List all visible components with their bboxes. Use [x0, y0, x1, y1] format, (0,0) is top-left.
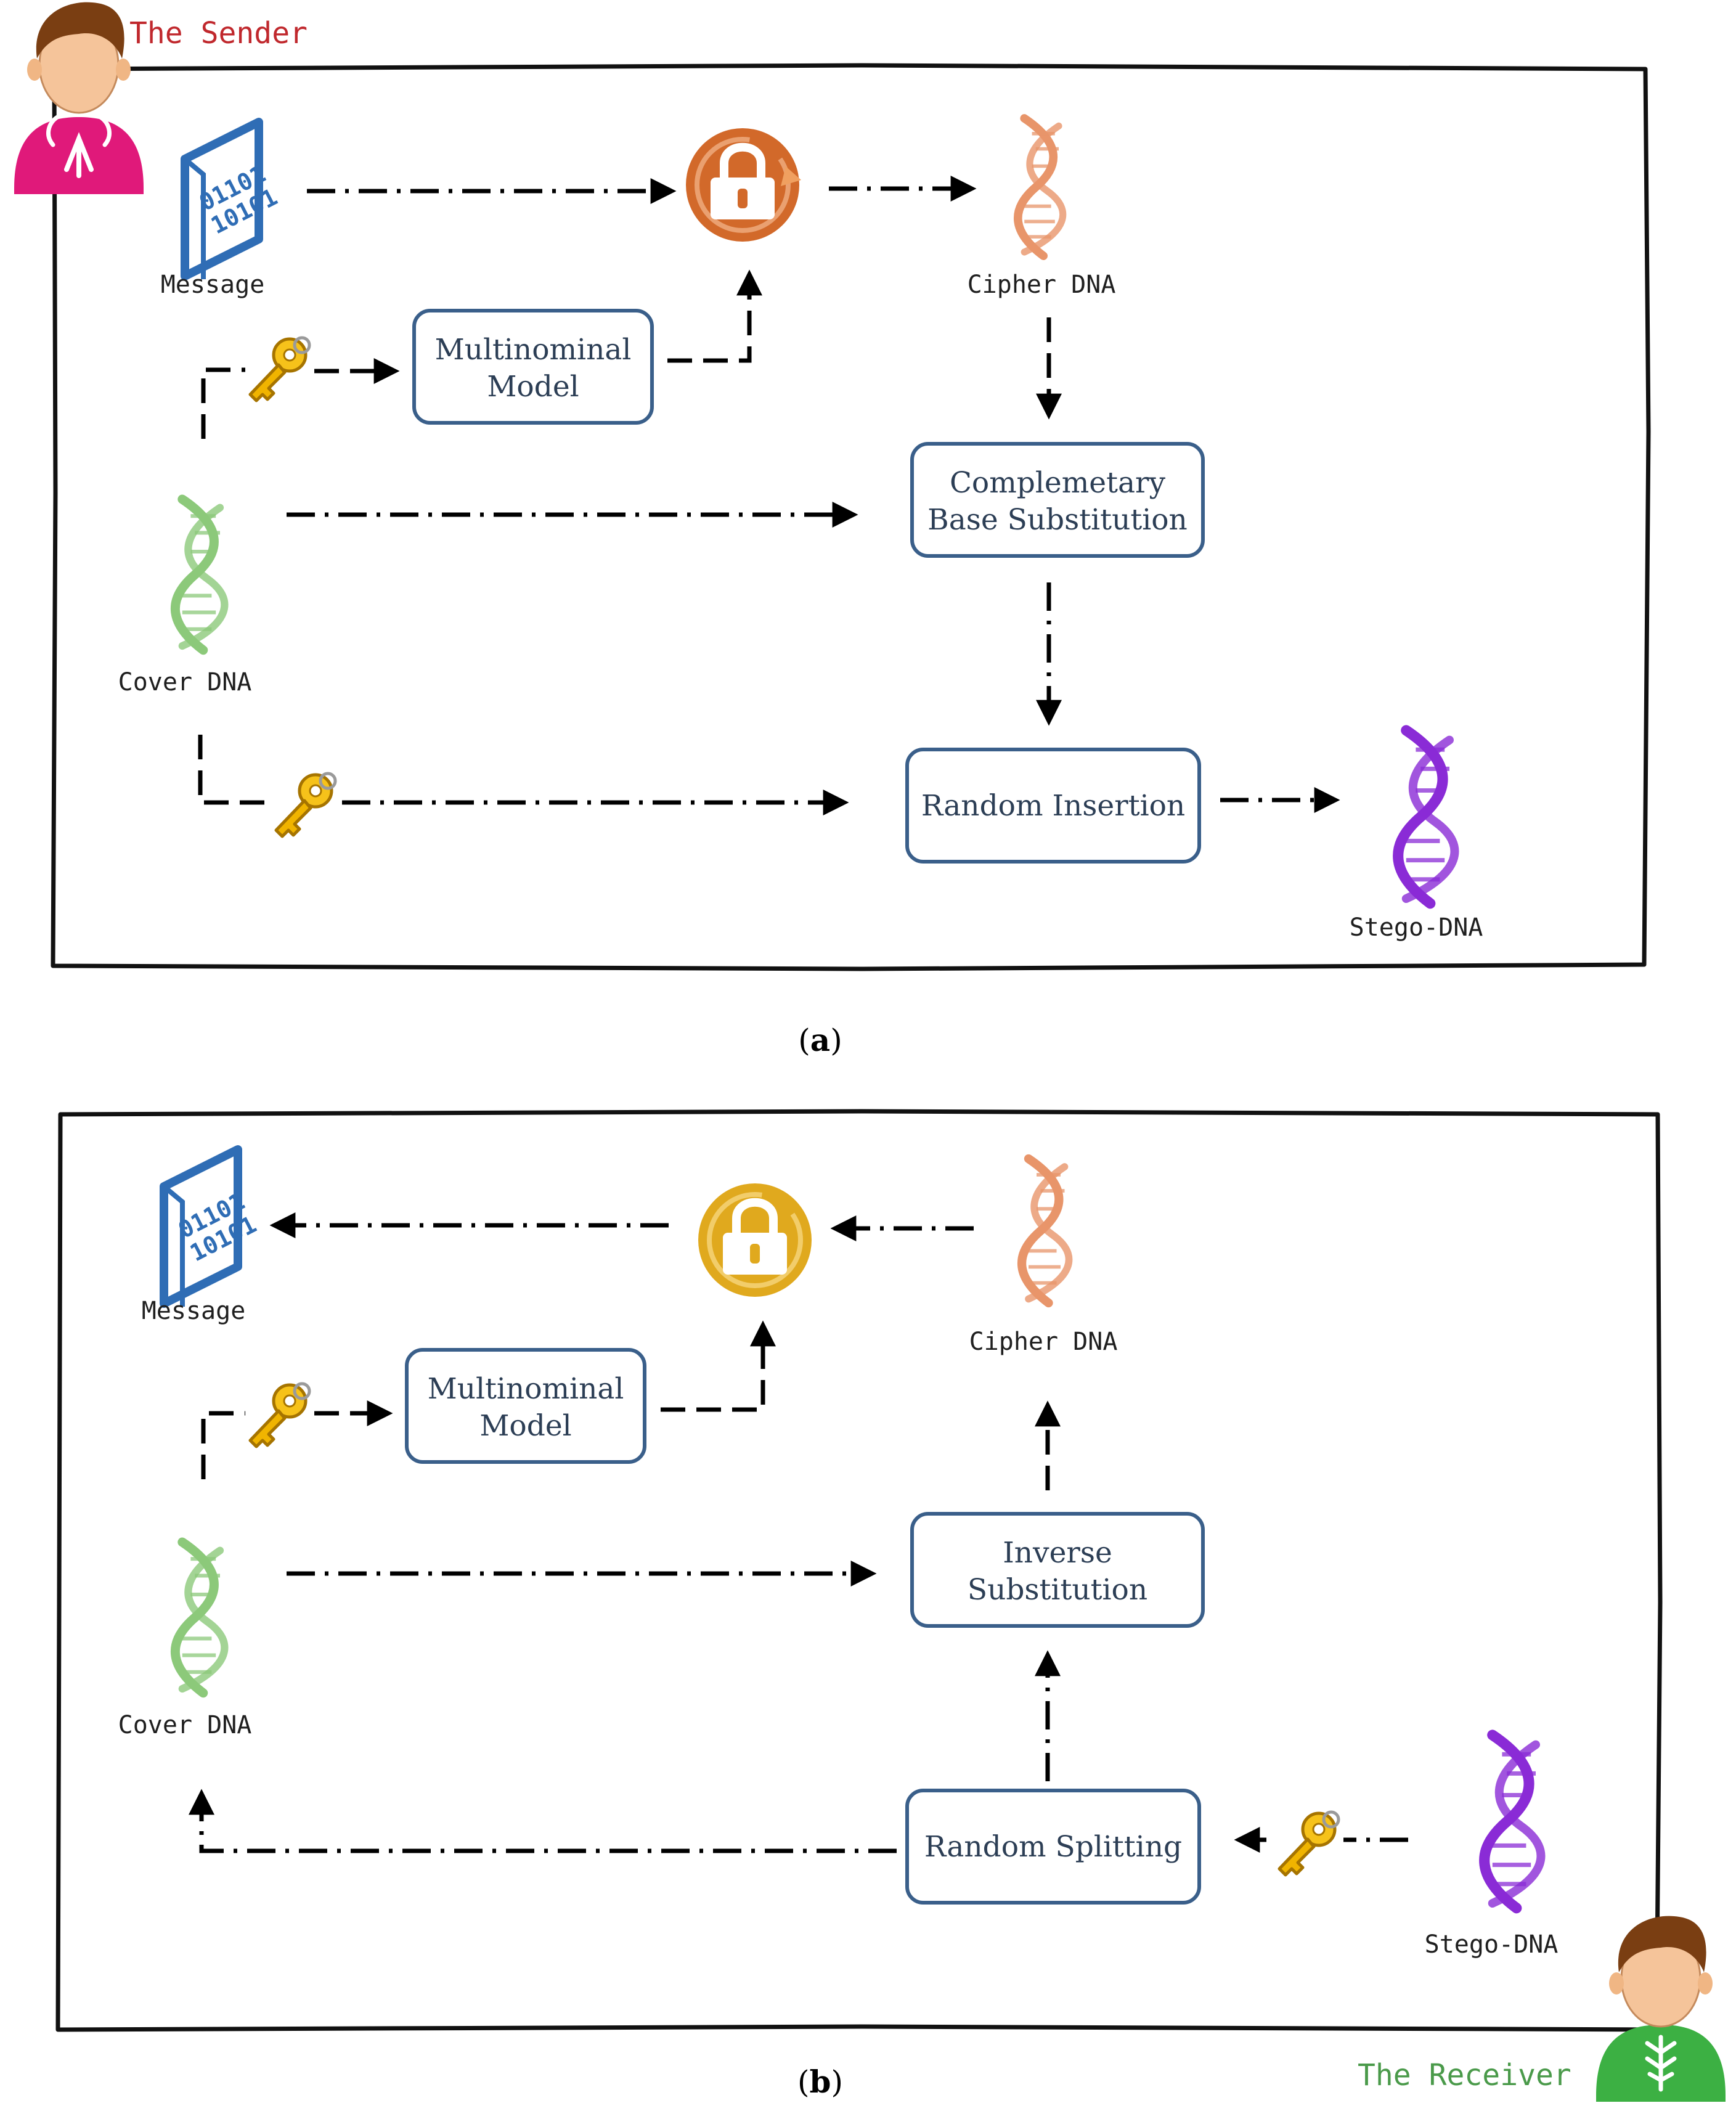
line-cover-to-key-a1 [201, 367, 245, 439]
stego-dna-icon-a [1398, 730, 1455, 904]
key-icon-a2 [276, 774, 335, 836]
line-cover-to-key-b1 [201, 1411, 245, 1479]
key-icon-b1 [250, 1384, 309, 1447]
arrow-splitting-to-cover [189, 1789, 897, 1853]
decrypt-lock-icon [698, 1183, 812, 1297]
message-label-b: Message [142, 1297, 246, 1325]
message-document-icon: 01101 10101 [185, 122, 282, 279]
caption-a: (a) [798, 1022, 842, 1058]
cipher-dna-label-b: Cipher DNA [969, 1328, 1118, 1356]
multinominal-model-line1-b: Multinominal [428, 1372, 624, 1406]
cover-dna-label-b: Cover DNA [118, 1711, 252, 1739]
multinominal-model-box-a: Multinominal Model [412, 309, 654, 425]
line-cover-to-key-a2 [198, 735, 271, 805]
message-document-icon-b: 01101 10101 [164, 1149, 261, 1307]
random-insertion-box: Random Insertion [905, 748, 1201, 864]
caption-a-letter: a [810, 1022, 830, 1058]
random-insertion-label: Random Insertion [921, 789, 1185, 823]
multinominal-model-line1-a: Multinominal [435, 333, 632, 367]
cover-dna-icon-a [175, 499, 224, 650]
key-icon-b2 [1279, 1812, 1339, 1875]
complementary-substitution-line2: Base Substitution [927, 503, 1188, 537]
panel-b-frame [55, 1109, 1663, 2032]
caption-b: (b) [797, 2064, 843, 2100]
stego-dna-label-a: Stego-DNA [1350, 913, 1483, 942]
cover-dna-label-a: Cover DNA [118, 668, 252, 696]
multinominal-model-line2-b: Model [479, 1409, 571, 1443]
panel-b: 01101 10101 Message Cipher DNA Cover DNA… [55, 1109, 1726, 2102]
cover-dna-icon-b [175, 1542, 224, 1693]
complementary-substitution-box: Complemetary Base Substitution [910, 442, 1205, 558]
receiver-avatar [1596, 1915, 1726, 2102]
cipher-dna-icon-b [1022, 1159, 1069, 1303]
panel-b-arrows [189, 1212, 1408, 1853]
sender-avatar [14, 1, 144, 194]
panel-a-frame [51, 63, 1651, 971]
panel-a: The Sender 01101 10101 Message Cipher DN… [14, 1, 1651, 1058]
key-icon-a1 [250, 338, 309, 401]
inverse-substitution-line1: Inverse [1003, 1536, 1112, 1570]
stego-dna-label-b: Stego-DNA [1425, 1930, 1559, 1959]
cipher-dna-label-a: Cipher DNA [968, 271, 1116, 299]
inverse-substitution-box: Inverse Substitution [910, 1512, 1205, 1628]
panel-a-arrows [198, 176, 1340, 815]
receiver-label: The Receiver [1358, 2058, 1571, 2093]
stego-dna-icon-b [1485, 1735, 1541, 1908]
multinominal-model-box-b: Multinominal Model [405, 1348, 646, 1464]
random-splitting-label: Random Splitting [924, 1830, 1182, 1864]
inverse-substitution-line2: Substitution [968, 1573, 1147, 1607]
complementary-substitution-line1: Complemetary [950, 466, 1166, 500]
caption-b-letter: b [810, 2064, 831, 2100]
encrypt-lock-icon [686, 128, 801, 242]
message-label-a: Message [161, 271, 265, 299]
sender-label: The Sender [129, 16, 308, 51]
arrow-model-to-lock [667, 269, 762, 363]
arrow-model-to-lock-b [661, 1320, 776, 1412]
cipher-dna-icon [1018, 118, 1063, 256]
multinominal-model-line2-a: Model [487, 370, 579, 404]
random-splitting-box: Random Splitting [905, 1789, 1201, 1905]
